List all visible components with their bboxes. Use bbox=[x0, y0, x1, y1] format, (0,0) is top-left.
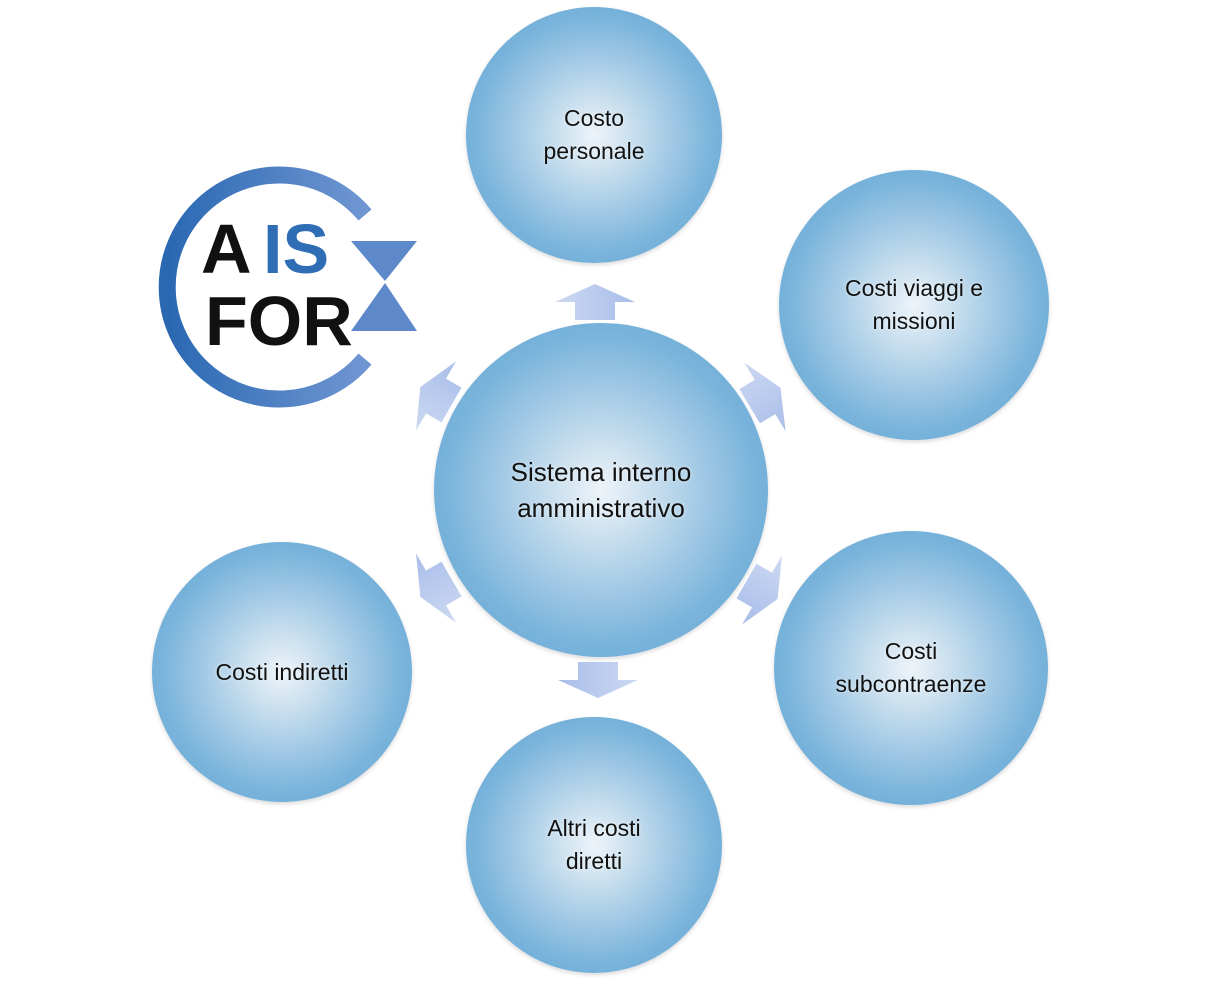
node-label: Costi indiretti bbox=[215, 658, 349, 685]
node-altri-costi-diretti: Altri costi diretti bbox=[466, 717, 722, 973]
node-label: Costi subcontraenze bbox=[835, 638, 987, 697]
node-label: Costo personale bbox=[543, 105, 645, 164]
center-node-label: Sistema interno amministrativo bbox=[510, 457, 692, 523]
node-label: Altri costi diretti bbox=[547, 815, 641, 874]
svg-text:FOR: FOR bbox=[205, 282, 353, 360]
node-costi-subcontraenze: Costi subcontraenze bbox=[774, 531, 1048, 805]
node-costi-viaggi-missioni: Costi viaggi e missioni bbox=[779, 170, 1049, 440]
node-costi-indiretti: Costi indiretti bbox=[152, 542, 412, 802]
svg-text:IS: IS bbox=[263, 210, 329, 288]
center-node: Sistema interno amministrativo bbox=[434, 323, 768, 657]
arrow-down-icon bbox=[558, 662, 638, 698]
aisfor-logo: A IS FOR bbox=[133, 163, 418, 413]
svg-text:A: A bbox=[201, 210, 252, 288]
node-costo-personale: Costo personale bbox=[466, 7, 722, 263]
node-label: Costi viaggi e missioni bbox=[844, 275, 984, 334]
arrow-up-icon bbox=[555, 284, 635, 320]
